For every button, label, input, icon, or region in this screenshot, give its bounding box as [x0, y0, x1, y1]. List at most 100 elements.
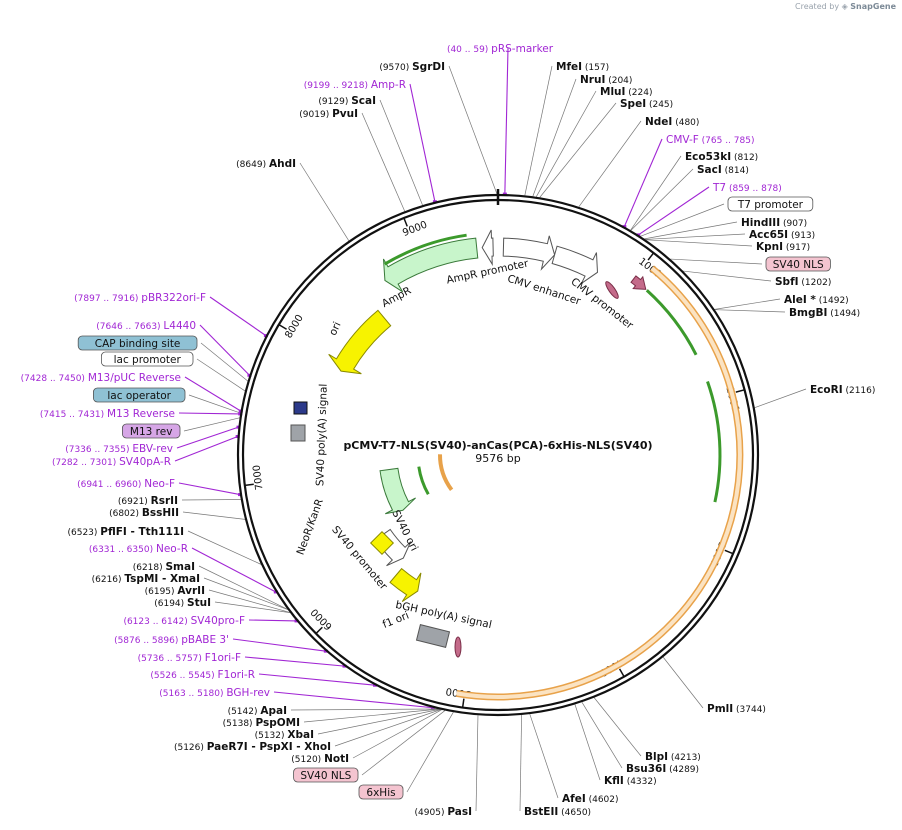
site-label[interactable]: (40 .. 59) pRS-marker	[447, 43, 554, 55]
site-label[interactable]: (6331 .. 6350) Neo-R	[89, 543, 188, 555]
site-label[interactable]: (6523) PflFI - Tth111I	[67, 526, 184, 538]
site-label[interactable]: (5138) PspOMI	[223, 717, 300, 729]
site-label[interactable]: (9199 .. 9218) Amp-R	[304, 79, 406, 91]
site-label[interactable]: SacI (814)	[697, 164, 749, 176]
ampr-promoter-arrow[interactable]	[481, 229, 494, 267]
leader-line	[182, 511, 246, 520]
tick-mark	[735, 389, 745, 393]
site-label[interactable]: AfeI (4602)	[562, 793, 619, 805]
leader-line	[623, 138, 663, 227]
site-label[interactable]: (6921) RsrII	[118, 495, 178, 507]
site-label[interactable]: (4905) PasI	[415, 806, 472, 818]
site-label[interactable]: PmlI (3744)	[707, 703, 766, 715]
site-label[interactable]: 6xHis	[358, 784, 404, 800]
site-label[interactable]: SV40 NLS	[765, 256, 831, 272]
feature-box	[93, 387, 186, 403]
lac-operator-block[interactable]	[293, 401, 308, 415]
site-label[interactable]: AleI * (1492)	[784, 294, 849, 306]
site-label[interactable]: HindIII (907)	[741, 217, 807, 229]
site-label[interactable]: (6216) TspMI - XmaI	[92, 573, 200, 585]
site-label[interactable]: SpeI (245)	[620, 98, 673, 110]
site-label[interactable]: (5142) ApaI	[228, 705, 287, 717]
site-label[interactable]: (6194) StuI	[154, 597, 211, 609]
site-label[interactable]: (9019) PvuI	[299, 108, 358, 120]
site-label[interactable]: (5126) PaeR7I - PspXI - XhoI	[174, 741, 331, 753]
site-label[interactable]: lac operator	[93, 387, 186, 403]
site-label[interactable]: T7 (859 .. 878)	[712, 182, 782, 194]
site-label[interactable]: CMV-F (765 .. 785)	[666, 134, 754, 146]
bgh-polya-block[interactable]	[415, 624, 451, 648]
site-label[interactable]: Bsu36I (4289)	[626, 763, 699, 775]
site-label[interactable]: MluI (224)	[600, 86, 653, 98]
enzyme-label: (4905) PasI	[415, 806, 472, 818]
leader-line	[188, 394, 241, 414]
plasmid-name: pCMV-T7-NLS(SV40)-anCas(PCA)-6xHis-NLS(S…	[343, 439, 652, 452]
site-label[interactable]: T7 promoter	[727, 196, 814, 212]
leader-line	[176, 426, 239, 449]
feature-box	[293, 767, 359, 783]
site-label[interactable]: (5132) XbaI	[255, 729, 314, 741]
site-label[interactable]: (5876 .. 5896) pBABE 3'	[114, 634, 229, 646]
site-label[interactable]: (5736 .. 5757) F1ori-F	[138, 652, 241, 664]
site-label[interactable]: (8649) AhdI	[236, 158, 296, 170]
tick-mark	[618, 668, 625, 678]
leader-line	[303, 708, 439, 723]
site-label[interactable]: Eco53kI (812)	[685, 151, 758, 163]
site-label[interactable]: Acc65I (913)	[749, 229, 815, 241]
site-label[interactable]: BlpI (4213)	[645, 751, 701, 763]
translation-arrow	[417, 466, 430, 496]
site-label[interactable]: (7897 .. 7916) pBR322ori-F	[74, 292, 206, 304]
site-label[interactable]: (6802) BssHII	[109, 507, 179, 519]
sv40-nls-arrow[interactable]	[630, 275, 647, 290]
site-label[interactable]: (7646 .. 7663) L4440	[96, 320, 196, 332]
leader-line	[214, 601, 290, 613]
site-label[interactable]: (6941 .. 6960) Neo-F	[77, 478, 175, 490]
site-label[interactable]: CAP binding site	[77, 335, 198, 351]
primer-label: (5876 .. 5896) pBABE 3'	[114, 634, 229, 646]
site-label[interactable]: (7428 .. 7450) M13/pUC Reverse	[21, 372, 181, 384]
orf-ring[interactable]	[456, 266, 742, 699]
site-label[interactable]: (7415 .. 7431) M13 Reverse	[40, 408, 175, 420]
site-label[interactable]: BstEII (4650)	[524, 806, 591, 818]
site-label[interactable]: MfeI (157)	[556, 61, 609, 73]
his-tag-small[interactable]	[604, 280, 620, 300]
feature-box	[765, 256, 831, 272]
site-labels[interactable]: (40 .. 59) pRS-marker(9570) SgrDI (9199 .…	[21, 43, 876, 818]
ori-arrow[interactable]	[328, 309, 392, 375]
enzyme-label: (9570) SgrDI	[379, 61, 445, 73]
site-label[interactable]: SbfI (1202)	[775, 276, 831, 288]
site-label[interactable]: (6218) SmaI	[133, 561, 195, 573]
site-label[interactable]: (6195) AvrII	[145, 585, 205, 597]
enzyme-label: SpeI (245)	[620, 98, 673, 110]
site-label[interactable]: lac promoter	[101, 351, 194, 367]
cmv-enhancer-arrow[interactable]	[502, 235, 556, 271]
sv40-nls-small[interactable]	[454, 636, 462, 658]
site-label[interactable]: (9570) SgrDI	[379, 61, 445, 73]
site-label[interactable]: EcoRI (2116)	[810, 384, 875, 396]
sv40-ori-block[interactable]	[369, 530, 395, 556]
site-label[interactable]: (9129) ScaI	[318, 95, 376, 107]
site-label[interactable]: SV40 NLS	[293, 767, 359, 783]
neor-arrow[interactable]	[379, 467, 416, 515]
site-label[interactable]: (6123 .. 6142) SV40pro-F	[123, 615, 245, 627]
site-label[interactable]: KflI (4332)	[604, 775, 657, 787]
site-label[interactable]: (5526 .. 5545) F1ori-R	[150, 669, 255, 681]
site-label[interactable]: NruI (204)	[580, 74, 632, 86]
site-label[interactable]: (5163 .. 5180) BGH-rev	[159, 687, 270, 699]
cmv-promoter-arrow[interactable]	[551, 245, 598, 285]
site-label[interactable]: (7336 .. 7355) EBV-rev	[65, 443, 173, 455]
ampr-arrow[interactable]	[382, 237, 479, 293]
tick-mark	[278, 323, 287, 330]
site-label[interactable]: BmgBI (1494)	[789, 307, 860, 319]
site-label[interactable]: NdeI (480)	[645, 116, 699, 128]
f1-ori-arrow[interactable]	[389, 567, 422, 603]
feature-box	[122, 423, 181, 439]
leader-line	[244, 656, 345, 667]
enzyme-label: EcoRI (2116)	[810, 384, 875, 396]
sv40-polya-block[interactable]	[290, 424, 306, 442]
leader-line	[299, 162, 350, 241]
site-label[interactable]: M13 rev	[122, 423, 181, 439]
site-label[interactable]: (7282 .. 7301) SV40pA-R	[52, 456, 171, 468]
site-label[interactable]: KpnI (917)	[756, 241, 810, 253]
site-label[interactable]: (5120) NotI	[291, 753, 349, 765]
